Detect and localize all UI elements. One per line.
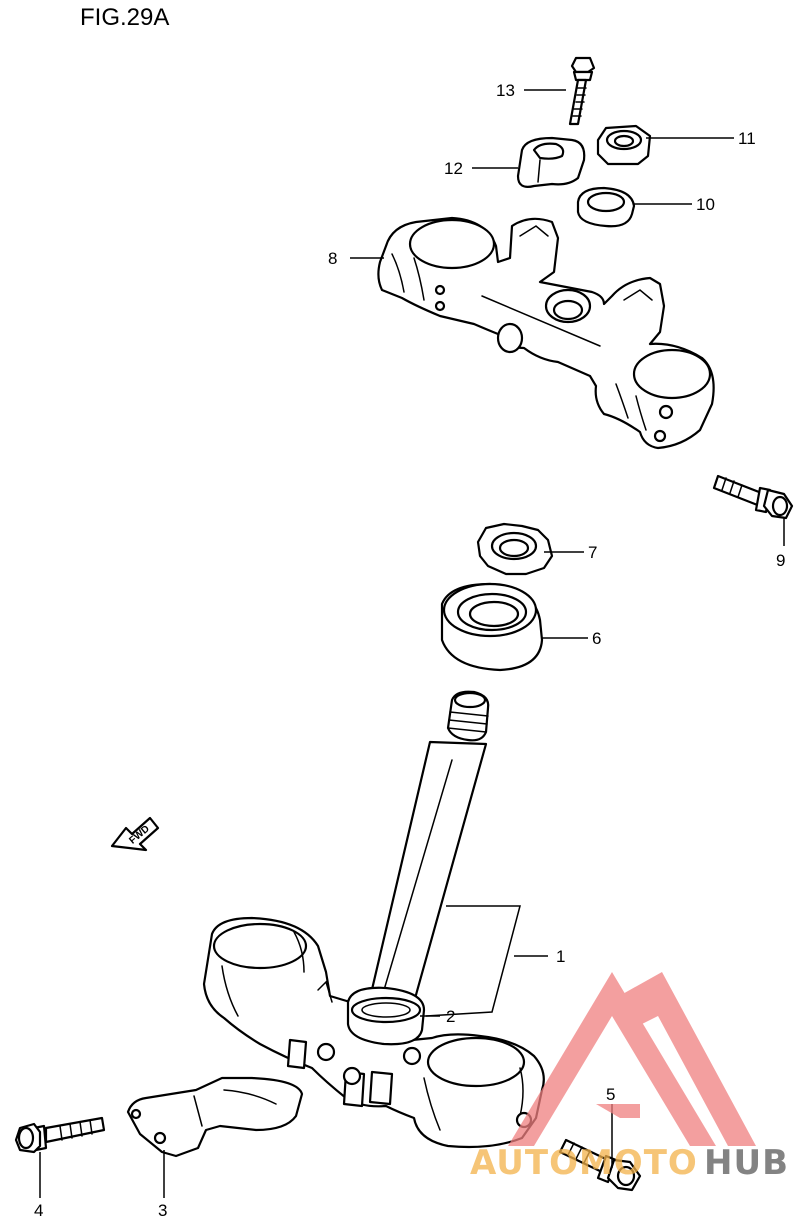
callout-3: 3 xyxy=(158,1201,167,1220)
watermark-logo xyxy=(508,972,756,1146)
callout-1: 1 xyxy=(556,947,565,966)
part-3-bracket[interactable] xyxy=(126,1076,304,1158)
callout-11: 11 xyxy=(738,129,756,148)
callout-8: 8 xyxy=(328,249,337,268)
part-13-bolt[interactable] xyxy=(568,56,596,126)
callout-2: 2 xyxy=(446,1007,455,1026)
part-11-nut[interactable] xyxy=(596,124,652,166)
callout-6: 6 xyxy=(592,629,601,648)
part-2-dust-seal[interactable] xyxy=(350,996,422,1024)
watermark: AUTOMOTO HUB xyxy=(470,972,789,1183)
leader-lines xyxy=(39,89,785,1198)
callout-labels: 13 12 11 10 8 9 7 6 1 2 5 3 4 xyxy=(34,81,785,1220)
part-5-bolt[interactable] xyxy=(558,1138,642,1192)
callout-10: 10 xyxy=(696,195,715,214)
fwd-direction-arrow: FWD xyxy=(110,816,160,852)
part-12-clamp[interactable] xyxy=(516,136,586,188)
part-8-upper-triple-clamp[interactable] xyxy=(377,216,715,450)
part-7-locknut[interactable] xyxy=(476,522,554,576)
figure-title: FIG.29A xyxy=(80,4,170,31)
callout-7: 7 xyxy=(588,543,597,562)
watermark-text-primary: AUTOMOTO xyxy=(470,1143,698,1183)
callout-4: 4 xyxy=(34,1201,43,1220)
callout-9: 9 xyxy=(776,551,785,570)
part-9-bolt[interactable] xyxy=(712,474,794,520)
part-6-bearing[interactable] xyxy=(440,582,544,672)
part-4-bolt[interactable] xyxy=(14,1116,106,1154)
callout-5: 5 xyxy=(606,1085,615,1104)
watermark-text-secondary: HUB xyxy=(704,1143,789,1183)
part-10-washer[interactable] xyxy=(576,186,636,228)
callout-12: 12 xyxy=(444,159,463,178)
callout-13: 13 xyxy=(496,81,515,100)
